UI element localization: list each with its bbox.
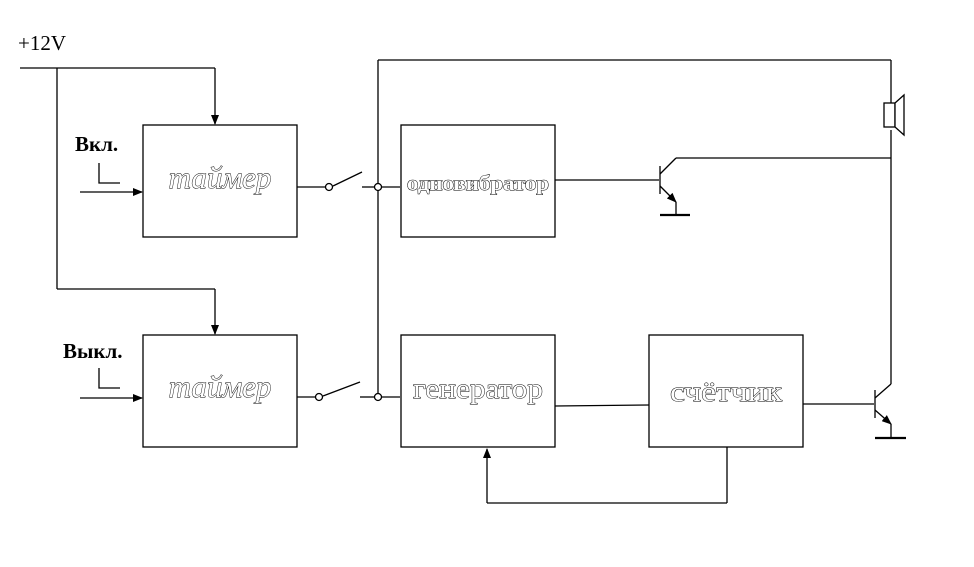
timer-bottom-label: таймер xyxy=(169,369,272,404)
timer-bottom-block: таймер xyxy=(142,334,298,448)
speaker-icon xyxy=(883,93,905,137)
generator-label: генератор xyxy=(413,373,543,405)
counter-label: счётчик xyxy=(670,376,783,408)
generator-block: генератор xyxy=(400,334,556,448)
input-on-pulse-icon xyxy=(98,163,120,184)
switch-bottom xyxy=(297,381,374,402)
transistor-bottom-icon xyxy=(803,383,906,440)
one-shot-block: одновибратор xyxy=(400,124,556,238)
one-shot-label: одновибратор xyxy=(407,171,549,195)
timer-top-block: таймер xyxy=(142,124,298,238)
counter-block: счётчик xyxy=(648,334,804,448)
input-off-pulse-icon xyxy=(98,368,120,389)
transistor-top-icon xyxy=(555,157,891,217)
input-on-label: Вкл. xyxy=(75,132,118,156)
input-off-label: Выкл. xyxy=(63,339,123,363)
supply-label: +12V xyxy=(18,31,66,55)
input-off: Выкл. xyxy=(63,339,143,402)
timer-top-label: таймер xyxy=(169,160,272,195)
switch-top xyxy=(297,171,374,192)
input-on: Вкл. xyxy=(75,132,143,196)
feedback-wiring xyxy=(483,404,728,504)
bus-wiring xyxy=(373,59,892,402)
supply-wiring xyxy=(20,67,219,335)
